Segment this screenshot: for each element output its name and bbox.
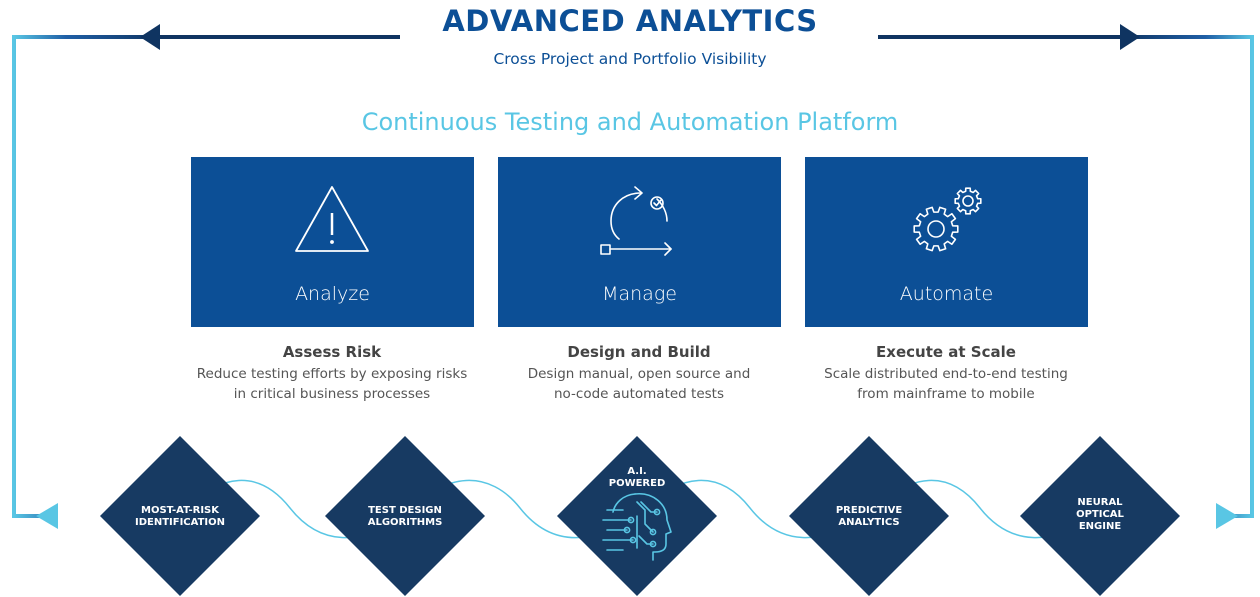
gears-icon — [913, 187, 982, 252]
left-frame-line — [12, 35, 162, 518]
diamond-label-line: MOST-AT-RISK — [141, 505, 219, 516]
card-label-automate: Automate — [899, 283, 994, 305]
card-analyze: Analyze — [191, 157, 474, 327]
desc-design-and-build: Design and Build Design manual, open sou… — [469, 343, 809, 404]
desc-line: Reduce testing efforts by exposing risks — [196, 366, 468, 382]
diamond-1 — [100, 436, 260, 596]
desc-line: no-code automated tests — [553, 386, 724, 402]
ai-brain-head-icon — [602, 493, 672, 561]
diamond-label-line: ANALYTICS — [838, 517, 900, 528]
diamond-label-line: ALGORITHMS — [367, 517, 443, 528]
desc-title: Design and Build — [567, 343, 711, 361]
desc-line: in critical business processes — [233, 386, 431, 402]
diamond-4 — [789, 436, 949, 596]
header-subtitle: Cross Project and Portfolio Visibility — [493, 50, 767, 68]
card-label-analyze: Analyze — [295, 283, 370, 305]
top-left-arrow-icon — [140, 24, 160, 50]
diamond-label-line: NEURAL — [1077, 497, 1123, 508]
desc-line: Scale distributed end-to-end testing — [824, 366, 1068, 382]
desc-title: Execute at Scale — [876, 343, 1016, 361]
diamond-label-most-at-risk: MOST-AT-RISK IDENTIFICATION — [105, 505, 255, 529]
desc-execute-at-scale: Execute at Scale Scale distributed end-t… — [776, 343, 1116, 404]
diamond-label-line: POWERED — [608, 478, 666, 489]
platform-title: Continuous Testing and Automation Platfo… — [361, 108, 899, 136]
desc-title: Assess Risk — [282, 343, 382, 361]
header-title: ADVANCED ANALYTICS — [442, 4, 818, 38]
card-automate: Automate — [805, 157, 1088, 327]
top-right-arrow-icon — [1120, 24, 1140, 50]
diamond-label-line: A.I. — [627, 466, 647, 477]
bottom-right-arrow-icon — [1216, 503, 1238, 529]
diamond-label-test-design: TEST DESIGN ALGORITHMS — [330, 505, 480, 529]
gear-outline — [954, 187, 982, 215]
gear-outline — [913, 206, 959, 252]
desc-assess-risk: Assess Risk Reduce testing efforts by ex… — [162, 343, 502, 404]
bottom-left-arrow-icon — [36, 503, 58, 529]
diamond-label-predictive: PREDICTIVE ANALYTICS — [794, 505, 944, 529]
diamond-label-line: OPTICAL — [1076, 509, 1124, 520]
cycle-flow-icon — [600, 186, 672, 256]
card-label-manage: Manage — [602, 283, 677, 305]
diamond-label-ai-powered: A.I. POWERED — [562, 466, 712, 490]
diamond-5 — [1020, 436, 1180, 596]
warning-triangle-icon — [295, 186, 369, 252]
diamond-label-line: PREDICTIVE — [835, 505, 903, 516]
diamond-label-line: ENGINE — [1078, 521, 1122, 532]
card-manage: Manage — [498, 157, 781, 327]
diamond-2 — [325, 436, 485, 596]
diamond-label-neural: NEURAL OPTICAL ENGINE — [1025, 497, 1175, 533]
diamond-label-line: TEST DESIGN — [368, 505, 442, 516]
desc-line: from mainframe to mobile — [857, 386, 1035, 402]
diamond-label-line: IDENTIFICATION — [134, 517, 226, 528]
desc-line: Design manual, open source and — [527, 366, 751, 382]
